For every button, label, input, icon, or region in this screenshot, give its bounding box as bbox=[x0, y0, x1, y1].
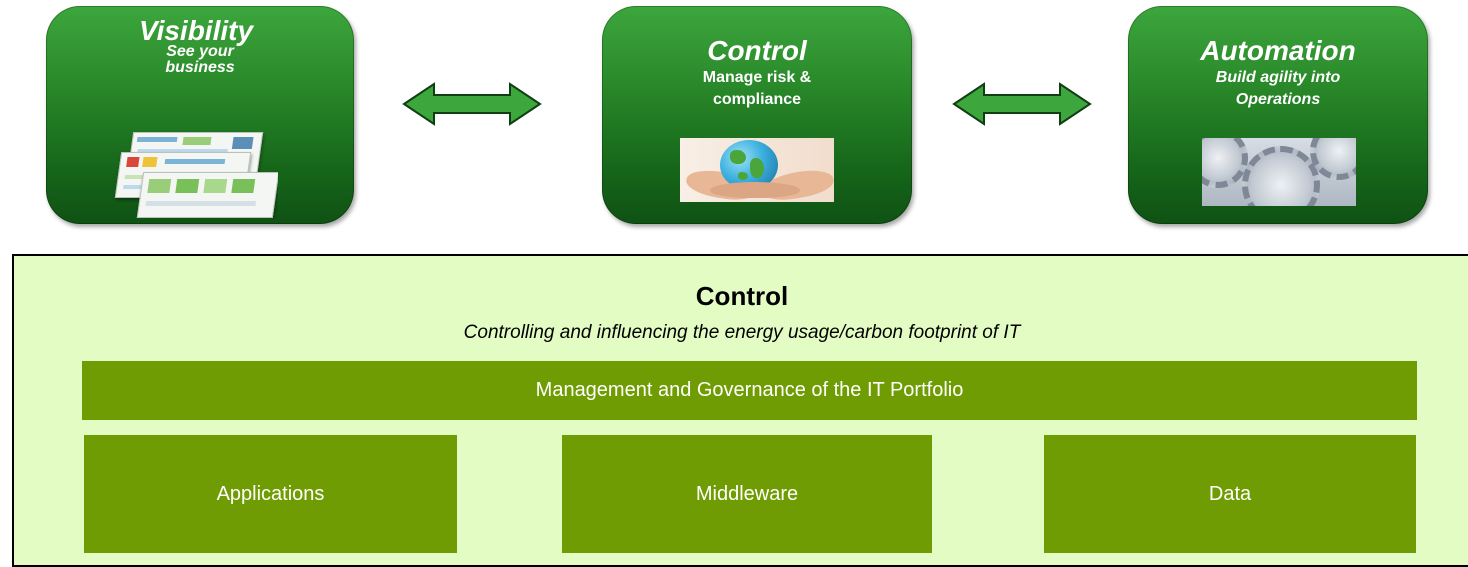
applications-label: Applications bbox=[216, 482, 325, 505]
control-subtitle-line2: compliance bbox=[712, 91, 802, 108]
automation-subtitle-line1: Build agility into bbox=[1215, 69, 1341, 86]
control-title: Control bbox=[707, 35, 807, 66]
visibility-title: Visibility bbox=[138, 15, 254, 46]
governance-label: Management and Governance of the IT Port… bbox=[535, 379, 964, 401]
dashboard-screens-icon bbox=[108, 128, 278, 218]
automation-subtitle-line2: Operations bbox=[1235, 91, 1321, 108]
automation-card: Automation Build agility into Operations bbox=[1128, 6, 1428, 224]
control-card: Control Manage risk & compliance bbox=[602, 6, 912, 224]
middleware-block: Middleware bbox=[562, 435, 932, 553]
double-headed-arrow-icon bbox=[402, 82, 542, 126]
control-panel: Control Controlling and influencing the … bbox=[12, 254, 1468, 567]
control-subtitle-line1: Manage risk & bbox=[702, 69, 812, 86]
gears-icon bbox=[1202, 138, 1356, 206]
automation-title: Automation bbox=[1200, 35, 1356, 66]
middleware-label: Middleware bbox=[695, 482, 799, 505]
panel-subtitle: Controlling and influencing the energy u… bbox=[463, 322, 1021, 343]
data-block: Data bbox=[1044, 435, 1416, 553]
visibility-subtitle-line1: See your bbox=[166, 43, 234, 60]
visibility-card: Visibility See your business bbox=[46, 6, 354, 224]
globe-in-hands-icon bbox=[680, 138, 834, 202]
applications-block: Applications bbox=[84, 435, 457, 553]
data-label: Data bbox=[1208, 482, 1252, 505]
panel-title: Control bbox=[695, 281, 789, 311]
double-headed-arrow-icon bbox=[952, 82, 1092, 126]
visibility-subtitle-line2: business bbox=[165, 59, 235, 76]
governance-bar: Management and Governance of the IT Port… bbox=[82, 361, 1417, 420]
